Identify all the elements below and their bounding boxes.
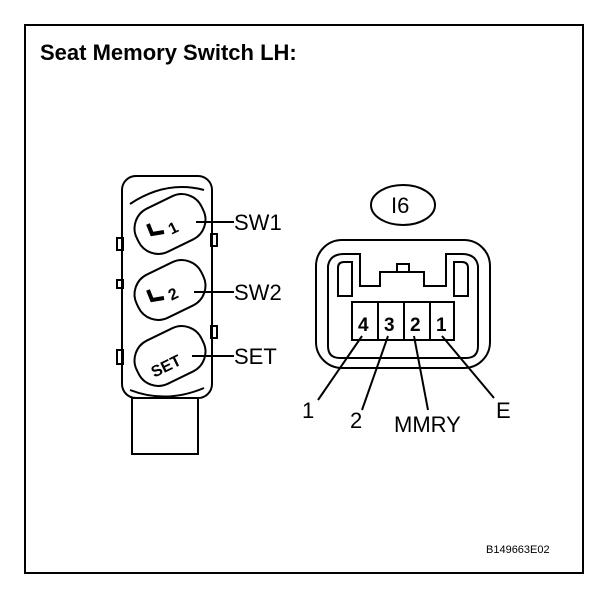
connector-housing <box>315 239 491 369</box>
housing-tab <box>210 325 218 339</box>
housing-bevel-bottom <box>129 387 205 398</box>
switch-label-sw2: SW2 <box>234 280 282 305</box>
set-button: SET <box>133 325 207 387</box>
seat-icon <box>146 289 165 303</box>
housing-tab <box>116 237 124 251</box>
connector-id-badge: I6 <box>370 184 436 226</box>
reference-code: B149663E02 <box>486 544 550 556</box>
latch-right <box>453 261 469 297</box>
pin-number: 1 <box>436 315 447 336</box>
pin-number: 3 <box>384 315 395 336</box>
pin-label: 2 <box>350 408 362 433</box>
lock-tab <box>396 263 410 273</box>
pin-number: 2 <box>410 315 421 336</box>
memory-button-2: 2 <box>133 259 207 321</box>
diagram-frame <box>24 24 584 574</box>
housing-bevel-top <box>129 186 205 205</box>
pin-number: 4 <box>358 315 369 336</box>
switch-label-sw1: SW1 <box>234 210 282 235</box>
switch-plug <box>131 397 199 455</box>
switch-leaders <box>192 221 234 357</box>
pin-leaders <box>317 335 495 411</box>
pin-label: E <box>496 398 511 423</box>
pin-label: MMRY <box>394 412 461 437</box>
housing-tab <box>116 349 124 365</box>
switch-label-set: SET <box>234 344 277 369</box>
seat-icon <box>146 223 165 237</box>
memory-switch <box>116 175 218 455</box>
latch-left <box>337 261 353 297</box>
pin-label: 1 <box>302 398 314 423</box>
housing-tab <box>210 233 218 247</box>
memory-button-1: 1 <box>133 193 207 255</box>
diagram-title: Seat Memory Switch LH: <box>40 40 297 65</box>
connector-id: I6 <box>391 193 409 218</box>
connector-pins: 4 3 2 1 <box>358 315 447 336</box>
connector-inner-outline <box>327 253 479 359</box>
housing-tab <box>116 279 124 289</box>
